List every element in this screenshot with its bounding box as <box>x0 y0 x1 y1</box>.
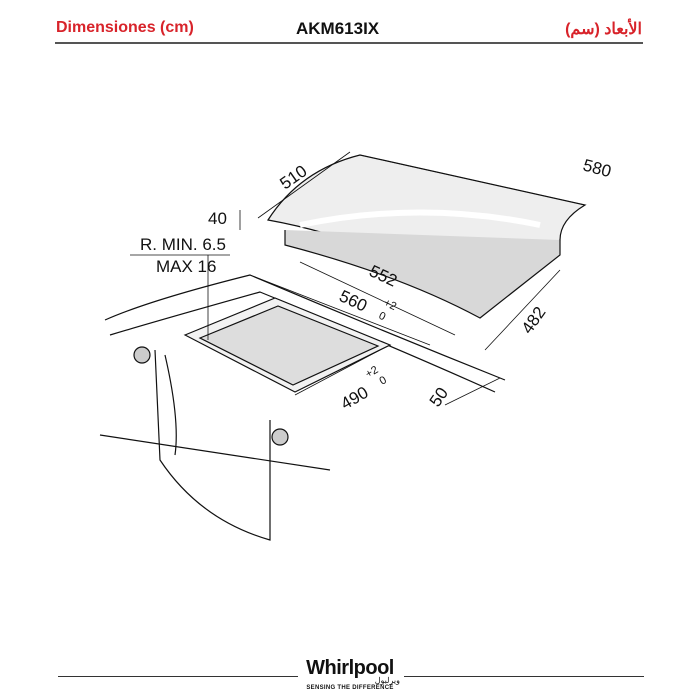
dim-50: 50 <box>426 384 452 410</box>
dimensions-title-es: Dimensiones (cm) <box>56 19 194 36</box>
dim-560: 560 <box>336 286 370 315</box>
dim-40: 40 <box>208 209 227 228</box>
whirlpool-logo: Whirlpool ويرلبول SENSING THE DIFFERENCE <box>300 657 400 691</box>
dim-490-tol-minus: 0 <box>378 374 389 387</box>
logo-wordmark: Whirlpool <box>306 657 394 679</box>
model-number: AKM613IX <box>296 19 380 38</box>
logo-tagline: SENSING THE DIFFERENCE <box>306 685 394 691</box>
cabinet-knob-right <box>271 428 289 446</box>
dim-482: 482 <box>518 303 550 337</box>
dim-580: 580 <box>581 156 613 182</box>
header-divider <box>55 42 643 44</box>
cabinet-knob-left <box>133 346 151 364</box>
dimensions-title-ar: الأبعاد (سم) <box>565 21 642 38</box>
dim-560-tol-plus: +2 <box>382 297 398 313</box>
dim-radius: R. MIN. 6.5 <box>140 235 226 254</box>
logo-arabic: ويرلبول <box>374 676 400 685</box>
dim-max: MAX 16 <box>156 257 216 276</box>
countertop-drawing <box>99 274 506 541</box>
dim-490: 490 <box>338 383 372 414</box>
dim-490-tol-plus: +2 <box>364 364 381 381</box>
footer-line-right <box>404 676 644 677</box>
dim-560-tol-minus: 0 <box>377 310 388 323</box>
footer-line-left <box>58 676 298 677</box>
hob-drawing <box>267 154 587 319</box>
